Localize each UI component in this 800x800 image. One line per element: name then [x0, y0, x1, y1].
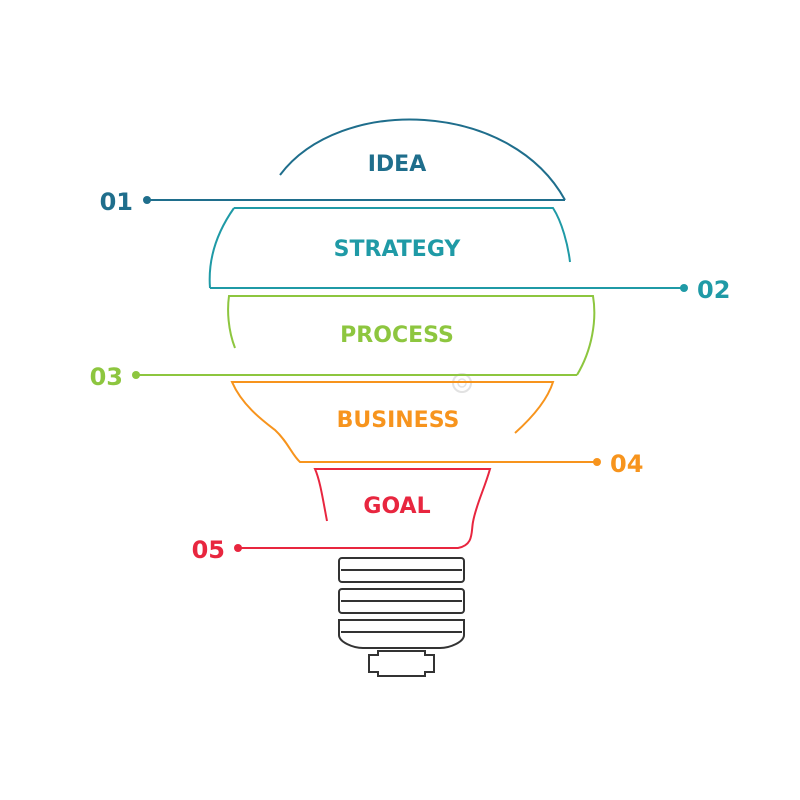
bulb-base	[338, 557, 465, 677]
step-number-01: 01	[100, 188, 133, 216]
stage-label-business: BUSINESS	[337, 408, 460, 433]
stage-label-strategy: STRATEGY	[334, 237, 462, 262]
strategy-segment-outline	[234, 207, 571, 263]
stage-label-idea: IDEA	[368, 152, 427, 177]
business-connector-dot	[593, 458, 601, 466]
base-thread-3	[338, 619, 465, 649]
step-number-03: 03	[90, 363, 123, 391]
strategy-connector-dot	[680, 284, 688, 292]
stage-process: 03 PROCESS	[90, 295, 596, 391]
stage-goal: 05 GOAL	[192, 468, 492, 564]
business-segment-outline	[230, 381, 597, 463]
stage-label-goal: GOAL	[363, 494, 430, 519]
process-segment-outline	[227, 295, 596, 376]
step-number-05: 05	[192, 536, 225, 564]
step-number-04: 04	[610, 450, 643, 478]
step-number-02: 02	[697, 276, 730, 304]
stage-business: 04 BUSINESS	[230, 381, 643, 478]
base-contact-tip	[368, 650, 435, 677]
goal-segment-outline	[238, 468, 492, 549]
idea-connector-dot	[143, 196, 151, 204]
idea-segment-outline	[279, 118, 566, 201]
base-thread-1	[338, 557, 465, 583]
stage-strategy: 02 STRATEGY	[208, 207, 730, 304]
goal-connector-dot	[234, 544, 242, 552]
base-thread-2	[338, 588, 465, 614]
process-connector-dot	[132, 371, 140, 379]
strategy-segment-left-wall	[208, 207, 235, 289]
stage-label-process: PROCESS	[340, 323, 454, 348]
stage-idea: 01 IDEA	[100, 118, 566, 216]
